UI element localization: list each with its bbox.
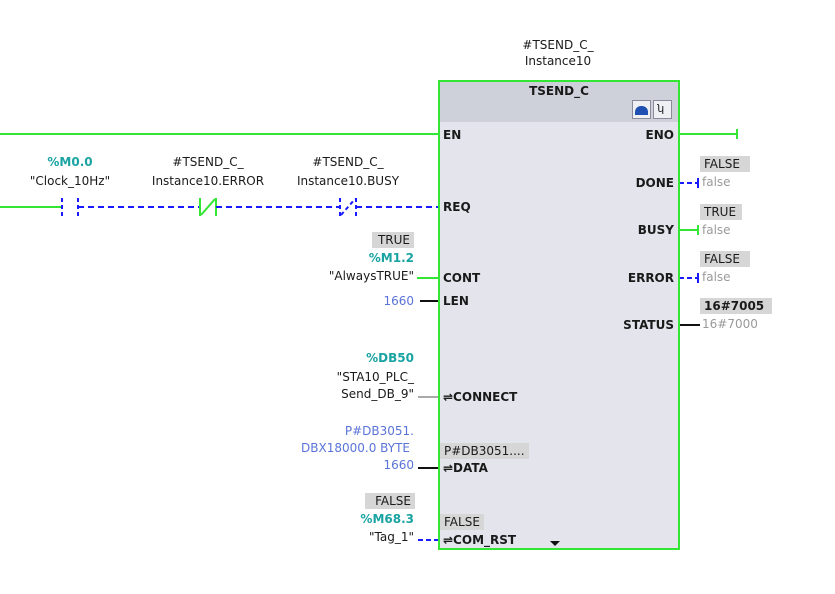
com-rst-status: FALSE	[440, 514, 484, 530]
tsend-c-block[interactable]: TSEND_C ʮ	[438, 80, 680, 550]
status-value: 16#7000	[702, 317, 758, 331]
data-status: P#DB3051....	[440, 443, 529, 459]
data-line1[interactable]: P#DB3051.	[344, 424, 414, 438]
pin-done: DONE	[635, 176, 674, 190]
pin-cont: CONT	[443, 271, 481, 285]
contact3-line2[interactable]: Instance10.BUSY	[296, 174, 400, 188]
block-header: TSEND_C ʮ	[440, 82, 678, 122]
contact1-address: %M0.0	[47, 155, 93, 169]
data-line2[interactable]: DBX18000.0 BYTE	[301, 441, 410, 455]
done-status: FALSE	[700, 156, 750, 172]
pin-status: STATUS	[623, 318, 674, 332]
instance-name-line2: Instance10	[524, 54, 592, 68]
contact2-line1: #TSEND_C_	[172, 155, 244, 169]
pin-req: REQ	[443, 200, 471, 214]
cont-address: %M1.2	[368, 251, 414, 265]
pin-com-rst: ⇌COM_RST	[443, 533, 517, 547]
data-line3[interactable]: 1660	[383, 458, 414, 472]
pin-eno: ENO	[645, 128, 674, 142]
status-status: 16#7005	[700, 298, 772, 314]
pin-connect: ⇌CONNECT	[443, 390, 518, 404]
connect-address: %DB50	[366, 351, 414, 365]
connect-tag-line2[interactable]: Send_DB_9"	[341, 387, 414, 401]
contact3-line1: #TSEND_C_	[312, 155, 384, 169]
com-rst-tag[interactable]: "Tag_1"	[369, 530, 414, 544]
contact-error-nc	[199, 198, 217, 216]
contact2-line2[interactable]: Instance10.ERROR	[151, 174, 265, 188]
block-title: TSEND_C	[529, 84, 589, 98]
error-status: FALSE	[700, 251, 750, 267]
com-rst-address: %M68.3	[360, 512, 414, 526]
pin-data: ⇌DATA	[443, 461, 488, 475]
instance-name-line1: #TSEND_C_	[522, 38, 594, 52]
busy-status: TRUE	[700, 204, 742, 220]
connect-tag-line1[interactable]: "STA10_PLC_	[336, 370, 414, 384]
pin-en: EN	[443, 128, 462, 142]
expand-arrow-icon[interactable]	[550, 541, 560, 546]
busy-value: false	[702, 223, 731, 237]
len-value[interactable]: 1660	[383, 294, 414, 308]
cont-status: TRUE	[372, 232, 414, 248]
contact1-tag[interactable]: "Clock_10Hz"	[29, 174, 111, 188]
contact-busy-nc	[339, 198, 357, 216]
diagnostics-icon[interactable]: ʮ	[653, 100, 672, 119]
error-value: false	[702, 270, 731, 284]
done-value: false	[702, 175, 731, 189]
pin-error: ERROR	[627, 271, 674, 285]
cont-tag[interactable]: "AlwaysTRUE"	[328, 269, 414, 283]
com-rst-ext-status: FALSE	[365, 493, 415, 509]
online-icon[interactable]	[632, 100, 651, 119]
pin-len: LEN	[443, 294, 469, 308]
contact-clock-no	[61, 198, 79, 216]
pin-busy: BUSY	[637, 223, 674, 237]
